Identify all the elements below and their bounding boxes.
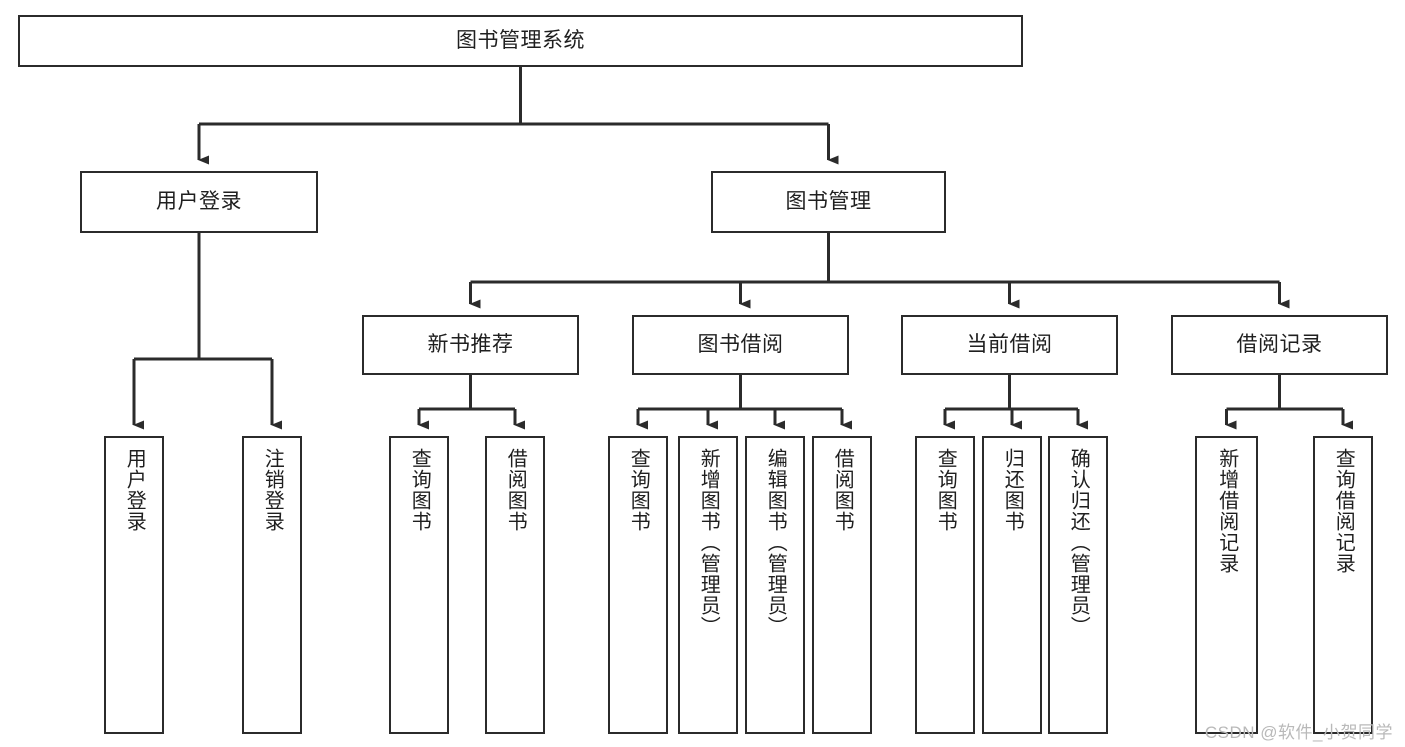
node-book-borrow-label: 图书借阅 <box>697 332 784 356</box>
leaf-current-return-book-label: 归还图书 <box>1001 448 1024 532</box>
node-new-book-recommend-label: 新书推荐 <box>427 332 514 356</box>
node-root-label: 图书管理系统 <box>456 28 585 52</box>
node-current-borrow[interactable]: 当前借阅 <box>901 315 1118 375</box>
csdn-watermark: CSDN @软件_小贺同学 <box>1204 723 1393 742</box>
leaf-user-login[interactable]: 用户登录 <box>104 436 164 734</box>
leaf-borrow-edit-book-label: 编辑图书（管理员） <box>764 448 787 637</box>
leaf-records-add-record-label: 新增借阅记录 <box>1215 448 1238 574</box>
leaf-borrow-add-book-label: 新增图书（管理员） <box>697 448 720 637</box>
node-borrow-records[interactable]: 借阅记录 <box>1171 315 1388 375</box>
node-user-login[interactable]: 用户登录 <box>80 171 318 233</box>
leaf-borrow-borrow-book-label: 借阅图书 <box>831 448 854 532</box>
leaf-records-query-record[interactable]: 查询借阅记录 <box>1313 436 1373 734</box>
node-borrow-records-label: 借阅记录 <box>1236 332 1323 356</box>
leaf-newbook-borrow-book-label: 借阅图书 <box>504 448 527 532</box>
node-book-management[interactable]: 图书管理 <box>711 171 946 233</box>
leaf-borrow-query-book-label: 查询图书 <box>627 448 650 532</box>
leaf-current-return-book[interactable]: 归还图书 <box>982 436 1042 734</box>
leaf-user-login-label: 用户登录 <box>123 448 146 532</box>
leaf-borrow-query-book[interactable]: 查询图书 <box>608 436 668 734</box>
leaf-current-confirm-return-label: 确认归还（管理员） <box>1067 448 1090 637</box>
node-new-book-recommend[interactable]: 新书推荐 <box>362 315 579 375</box>
leaf-borrow-borrow-book[interactable]: 借阅图书 <box>812 436 872 734</box>
leaf-records-add-record[interactable]: 新增借阅记录 <box>1195 436 1258 734</box>
leaf-newbook-query-book-label: 查询图书 <box>408 448 431 532</box>
leaf-user-logout-label: 注销登录 <box>261 448 284 532</box>
leaf-records-query-record-label: 查询借阅记录 <box>1332 448 1355 574</box>
leaf-borrow-edit-book[interactable]: 编辑图书（管理员） <box>745 436 805 734</box>
node-user-login-label: 用户登录 <box>156 189 242 213</box>
node-root[interactable]: 图书管理系统 <box>18 15 1023 67</box>
leaf-borrow-add-book[interactable]: 新增图书（管理员） <box>678 436 738 734</box>
node-book-management-label: 图书管理 <box>785 189 872 213</box>
leaf-current-query-book-label: 查询图书 <box>934 448 957 532</box>
leaf-current-query-book[interactable]: 查询图书 <box>915 436 975 734</box>
leaf-newbook-query-book[interactable]: 查询图书 <box>389 436 449 734</box>
leaf-current-confirm-return[interactable]: 确认归还（管理员） <box>1048 436 1108 734</box>
node-current-borrow-label: 当前借阅 <box>966 332 1053 356</box>
leaf-user-logout[interactable]: 注销登录 <box>242 436 302 734</box>
leaf-newbook-borrow-book[interactable]: 借阅图书 <box>485 436 545 734</box>
node-book-borrow[interactable]: 图书借阅 <box>632 315 849 375</box>
